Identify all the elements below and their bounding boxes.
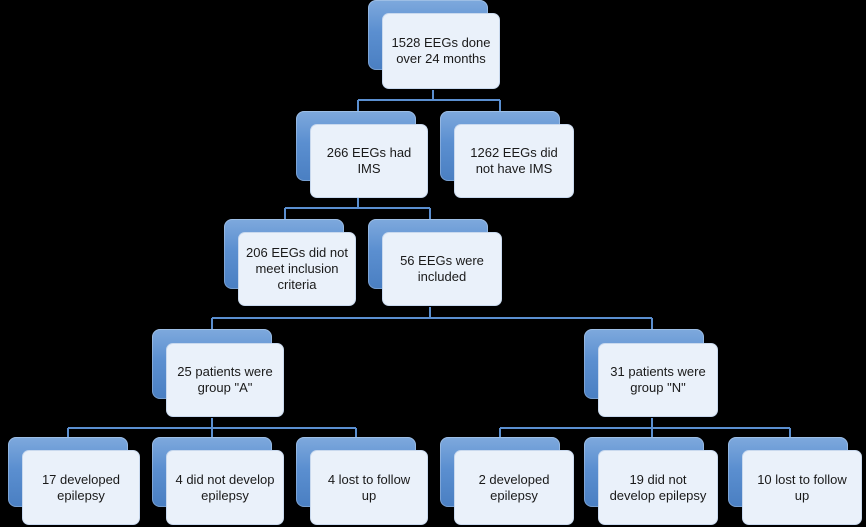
- node-included: 56 EEGs were included: [368, 219, 504, 307]
- node-a-developed: 17 developed epilepsy: [8, 437, 142, 527]
- node-group-a-label: 25 patients were group "A": [177, 364, 273, 395]
- node-n-lost: 10 lost to follow up: [728, 437, 864, 527]
- node-no-ims-box: 1262 EEGs did not have IMS: [454, 124, 574, 198]
- connector-group-a: [67, 418, 357, 438]
- node-a-not-develop-label: 4 did not develop epilepsy: [175, 471, 275, 503]
- node-a-developed-label: 17 developed epilepsy: [41, 471, 121, 503]
- node-a-not-develop-box: 4 did not develop epilepsy: [166, 450, 284, 525]
- node-group-n: 31 patients were group "N": [584, 329, 720, 418]
- node-n-developed-box: 2 developed epilepsy: [454, 450, 574, 525]
- node-group-n-label: 31 patients were group "N": [610, 364, 706, 395]
- node-not-meet-criteria-box: 206 EEGs did not meet inclusion criteria: [238, 232, 356, 306]
- node-n-developed: 2 developed epilepsy: [440, 437, 576, 527]
- node-included-label: 56 EEGs were included: [400, 253, 484, 284]
- connector-group-n: [499, 418, 791, 438]
- node-had-ims-label: 266 EEGs had IMS: [326, 145, 412, 176]
- node-had-ims-box: 266 EEGs had IMS: [310, 124, 428, 198]
- node-not-meet-criteria: 206 EEGs did not meet inclusion criteria: [224, 219, 358, 307]
- node-a-not-develop: 4 did not develop epilepsy: [152, 437, 286, 527]
- node-n-not-develop-label: 19 did not develop epilepsy: [609, 471, 707, 503]
- connector-included: [211, 307, 653, 330]
- node-had-ims: 266 EEGs had IMS: [296, 111, 430, 198]
- node-n-lost-box: 10 lost to follow up: [742, 450, 862, 525]
- node-root-box: 1528 EEGs done over 24 months: [382, 13, 500, 89]
- node-a-lost: 4 lost to follow up: [296, 437, 430, 527]
- node-a-lost-label: 4 lost to follow up: [327, 471, 411, 503]
- node-a-lost-box: 4 lost to follow up: [310, 450, 428, 525]
- node-a-developed-box: 17 developed epilepsy: [22, 450, 140, 525]
- node-group-a-box: 25 patients were group "A": [166, 343, 284, 417]
- node-group-n-box: 31 patients were group "N": [598, 343, 718, 417]
- node-no-ims: 1262 EEGs did not have IMS: [440, 111, 576, 198]
- node-included-box: 56 EEGs were included: [382, 232, 502, 306]
- node-group-a: 25 patients were group "A": [152, 329, 286, 418]
- connector-root: [357, 90, 501, 112]
- node-not-meet-criteria-label: 206 EEGs did not meet inclusion criteria: [246, 245, 348, 292]
- node-no-ims-label: 1262 EEGs did not have IMS: [470, 145, 558, 176]
- node-root: 1528 EEGs done over 24 months: [368, 0, 502, 92]
- node-n-not-develop-box: 19 did not develop epilepsy: [598, 450, 718, 525]
- node-n-developed-label: 2 developed epilepsy: [478, 471, 550, 503]
- node-n-lost-label: 10 lost to follow up: [757, 471, 847, 503]
- node-n-not-develop: 19 did not develop epilepsy: [584, 437, 720, 527]
- node-root-label: 1528 EEGs done over 24 months: [391, 35, 491, 66]
- connector-had-ims: [284, 196, 431, 220]
